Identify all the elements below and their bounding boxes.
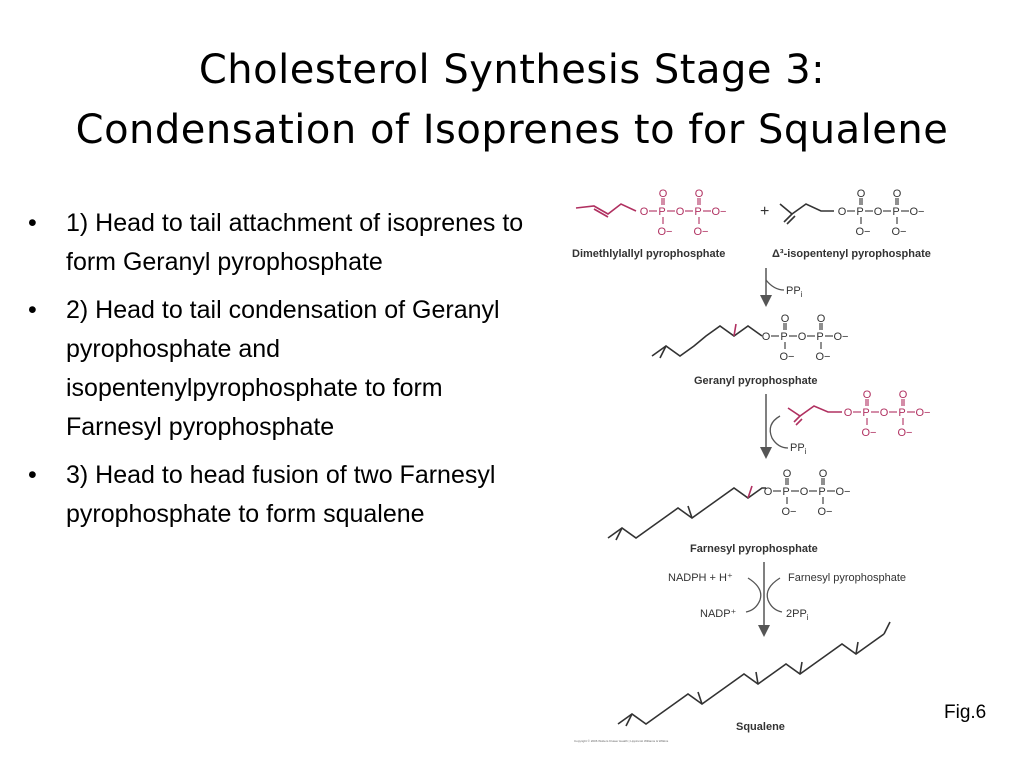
oxygen-anion: O− [916, 407, 931, 419]
title-line-1: Cholesterol Synthesis Stage 3: [198, 47, 826, 93]
phosphorus-atom: P [816, 331, 823, 343]
oxygen-anion: O− [782, 506, 797, 518]
oxygen-atom: O [880, 407, 889, 419]
farnesyl-label: Farnesyl pyrophosphate [690, 543, 818, 555]
oxygen-atom: O [844, 407, 853, 419]
oxygen-atom: O [893, 188, 902, 200]
figure-label: Fig.6 [944, 702, 987, 723]
title-line-2: Condensation of Isoprenes to for Squalen… [75, 107, 949, 153]
bullet-dot: • [28, 461, 37, 489]
bullet-text-1: 1) Head to tail attachment of isoprenes … [66, 209, 524, 276]
oxygen-atom: O [819, 468, 828, 480]
oxygen-anion: O− [816, 351, 831, 363]
geranyl-label: Geranyl pyrophosphate [694, 375, 817, 387]
bullet-dot: • [28, 296, 37, 324]
isopentenyl-label: Δ³-isopentenyl pyrophosphate [772, 248, 931, 260]
isopentenyl-reagent-skeleton [787, 405, 842, 426]
oxygen-anion: O− [712, 206, 727, 218]
phosphorus-atom: P [818, 486, 825, 498]
slide-title: Cholesterol Synthesis Stage 3: Condensat… [0, 40, 1024, 160]
oxygen-atom: O [800, 486, 809, 498]
oxygen-anion: O− [694, 226, 709, 238]
reagent-curve-2 [769, 415, 789, 449]
oxygen-anion: O− [780, 351, 795, 363]
farnesyl-skeleton [607, 485, 766, 541]
geranyl-skeleton [651, 323, 763, 359]
squalene-skeleton [617, 621, 891, 727]
oxygen-atom: O [695, 188, 704, 200]
oxygen-atom: O [764, 486, 773, 498]
oxygen-anion: O− [834, 331, 849, 343]
oxygen-atom: O [640, 206, 649, 218]
bullet-text-3: 3) Head to head fusion of two Farnesyl p… [66, 461, 496, 528]
oxygen-atom: O [762, 331, 771, 343]
pp-byproduct-2: PPi [790, 442, 807, 456]
nadp-label: NADP⁺ [700, 608, 737, 620]
byproduct-curve [766, 577, 783, 613]
reductant-curve [745, 577, 762, 613]
bullet-dot: • [28, 209, 37, 237]
oxygen-atom: O [798, 331, 807, 343]
oxygen-atom: O [676, 206, 685, 218]
oxygen-anion: O− [892, 226, 907, 238]
phosphorus-atom: P [892, 206, 899, 218]
farnesyl-reagent-label: Farnesyl pyrophosphate [788, 572, 906, 584]
oxygen-atom: O [863, 389, 872, 401]
phosphorus-atom: P [782, 486, 789, 498]
oxygen-atom: O [857, 188, 866, 200]
phosphorus-atom: P [898, 407, 905, 419]
plus-sign: + [760, 203, 769, 220]
phosphorus-atom: P [694, 206, 701, 218]
oxygen-anion: O− [862, 427, 877, 439]
phosphorus-atom: P [658, 206, 665, 218]
two-pp-label: 2PPi [786, 608, 809, 622]
copyright-text: Copyright © 2006 Wolters Kluwer Health |… [574, 739, 669, 743]
phosphorus-atom: P [862, 407, 869, 419]
oxygen-anion: O− [658, 226, 673, 238]
oxygen-atom: O [783, 468, 792, 480]
pp-release-curve-1 [765, 279, 785, 291]
isopentenyl-skeleton [779, 203, 834, 225]
pp-byproduct-1: PPi [786, 285, 803, 299]
oxygen-anion: O− [818, 506, 833, 518]
bullet-item-2: • 2) Head to tail condensation of Gerany… [28, 291, 528, 447]
squalene-label: Squalene [736, 721, 785, 733]
bullet-item-1: • 1) Head to tail attachment of isoprene… [28, 204, 528, 282]
dimethylallyl-skeleton [575, 203, 637, 218]
oxygen-atom: O [781, 313, 790, 325]
oxygen-anion: O− [910, 206, 925, 218]
oxygen-atom: O [838, 206, 847, 218]
phosphorus-atom: P [780, 331, 787, 343]
bullet-text-2: 2) Head to tail condensation of Geranyl … [66, 296, 500, 441]
oxygen-atom: O [874, 206, 883, 218]
oxygen-anion: O− [836, 486, 851, 498]
oxygen-atom: O [817, 313, 826, 325]
dimethylallyl-label: Dimethlylallyl pyrophosphate [572, 248, 725, 260]
oxygen-anion: O− [856, 226, 871, 238]
nadph-label: NADPH + H⁺ [668, 572, 733, 584]
oxygen-atom: O [659, 188, 668, 200]
bullet-list: • 1) Head to tail attachment of isoprene… [28, 204, 528, 543]
phosphorus-atom: P [856, 206, 863, 218]
oxygen-anion: O− [898, 427, 913, 439]
oxygen-atom: O [899, 389, 908, 401]
bullet-item-3: • 3) Head to head fusion of two Farnesyl… [28, 456, 528, 534]
